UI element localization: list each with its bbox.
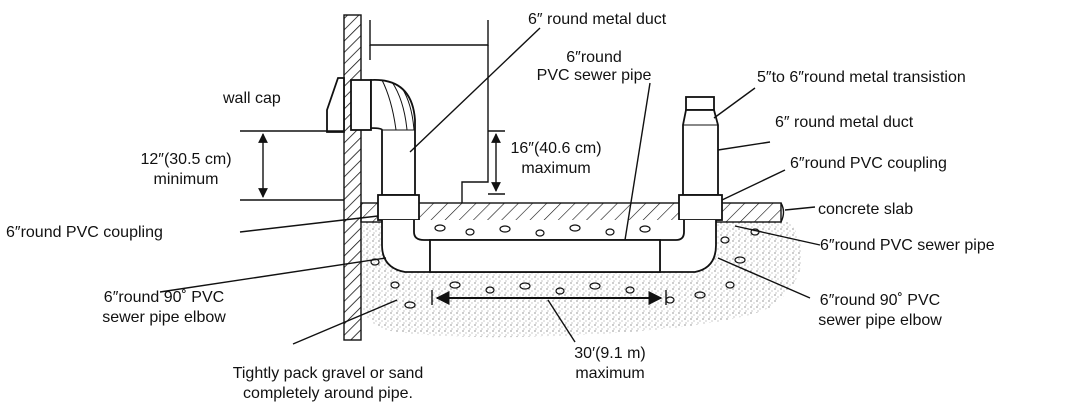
label-duct-top: 6″ round metal duct xyxy=(528,11,667,28)
labels: 6″ round metal duct 6″round PVC sewer pi… xyxy=(6,11,995,402)
label-duct-right: 6″ round metal duct xyxy=(775,114,914,131)
left-duct xyxy=(370,79,420,221)
label-elbow-right-1: 6″round 90˚ PVC xyxy=(820,292,940,309)
label-gravel-2: completely around pipe. xyxy=(243,385,413,402)
foundation-wall xyxy=(343,14,362,341)
label-wall-cap: wall cap xyxy=(222,90,281,107)
max-height-dimension xyxy=(488,130,505,195)
label-min-height-1: 12″(30.5 cm) xyxy=(140,151,231,168)
label-min-height-2: minimum xyxy=(154,171,219,188)
wall-cap-shape xyxy=(326,77,345,133)
sewer-pipe xyxy=(381,220,717,273)
label-elbow-left-2: sewer pipe elbow xyxy=(102,309,226,326)
label-pvc-top-1: 6″round xyxy=(566,49,621,66)
label-max-height-1: 16″(40.6 cm) xyxy=(510,140,601,157)
label-max-length-2: maximum xyxy=(575,365,644,382)
leader-lines xyxy=(159,27,821,345)
dryer-outline xyxy=(369,20,489,203)
max-length-dimension xyxy=(431,290,667,305)
right-duct xyxy=(678,96,723,221)
label-max-length-1: 30′(9.1 m) xyxy=(574,345,645,362)
label-gravel-1: Tightly pack gravel or sand xyxy=(233,365,424,382)
label-elbow-right-2: sewer pipe elbow xyxy=(818,312,942,329)
label-concrete-slab: concrete slab xyxy=(818,201,913,218)
label-coupling-left: 6″round PVC coupling xyxy=(6,224,163,241)
label-max-height-2: maximum xyxy=(521,160,590,177)
label-sewer-pipe-right: 6″round PVC sewer pipe xyxy=(820,237,995,254)
label-transition: 5″to 6″round metal transistion xyxy=(757,69,966,86)
label-pvc-top-2: PVC sewer pipe xyxy=(537,67,652,84)
min-height-dimension xyxy=(240,130,344,201)
label-coupling-right: 6″round PVC coupling xyxy=(790,155,947,172)
label-elbow-left-1: 6″round 90˚ PVC xyxy=(104,289,224,306)
